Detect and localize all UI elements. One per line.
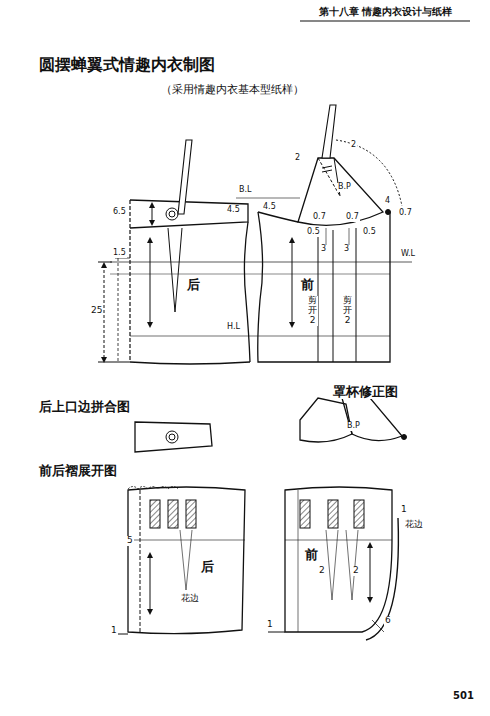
section-heading: 罩杯修正图 <box>332 385 399 399</box>
dimension: 1 <box>400 505 408 515</box>
dimension: 4.5 <box>226 206 241 215</box>
subtitle: （采用情趣内衣基本型纸样） <box>160 84 305 96</box>
lace-note: 花边 <box>404 520 424 530</box>
page-number: 501 <box>452 690 475 701</box>
section-heading: 后上口边拼合图 <box>38 400 131 414</box>
dimension: 3 <box>320 245 327 254</box>
dimension: 6.5 <box>112 208 127 217</box>
dimension: 0.7 <box>345 213 360 222</box>
dimension: 0.5 <box>306 228 321 237</box>
cut-note: 剪开2 <box>342 296 353 326</box>
section-heading: 前后褶展开图 <box>38 464 118 478</box>
point-label: B.P <box>337 183 352 192</box>
dimension: 25 <box>90 306 103 316</box>
cut-note: 剪开2 <box>307 296 318 326</box>
dimension: 0.7 <box>312 213 327 222</box>
dimension: 3 <box>343 245 350 254</box>
dimension: 4 <box>384 197 391 206</box>
point-label: B.P <box>346 422 361 431</box>
dimension: 0.7 <box>398 209 413 218</box>
dimension: 5 <box>126 536 134 546</box>
page-header: 第十八章 情趣内衣设计与纸样 <box>318 6 453 17</box>
line-label: B.L <box>238 186 253 195</box>
dimension: 2 <box>294 154 301 163</box>
line-label: H.L <box>226 323 241 332</box>
dimension: 6 <box>384 616 392 626</box>
dimension: 2 <box>350 141 357 150</box>
dimension: 4.5 <box>262 203 277 212</box>
dimension: 1 <box>110 626 118 636</box>
piece-name: 后 <box>186 278 201 292</box>
title: 圆摆蝉翼式情趣内衣制图 <box>38 56 216 74</box>
piece-name: 后 <box>200 560 215 574</box>
lace-note: 花边 <box>180 594 200 604</box>
dimension: 1.5 <box>112 249 127 258</box>
dimension: 1 <box>266 620 274 630</box>
dimension: 2 <box>318 566 326 576</box>
piece-name: 前 <box>300 278 315 292</box>
dimension: 0.5 <box>362 228 377 237</box>
dimension: 2 <box>352 566 360 576</box>
piece-name: 前 <box>304 548 319 562</box>
line-label: W.L <box>400 250 416 259</box>
